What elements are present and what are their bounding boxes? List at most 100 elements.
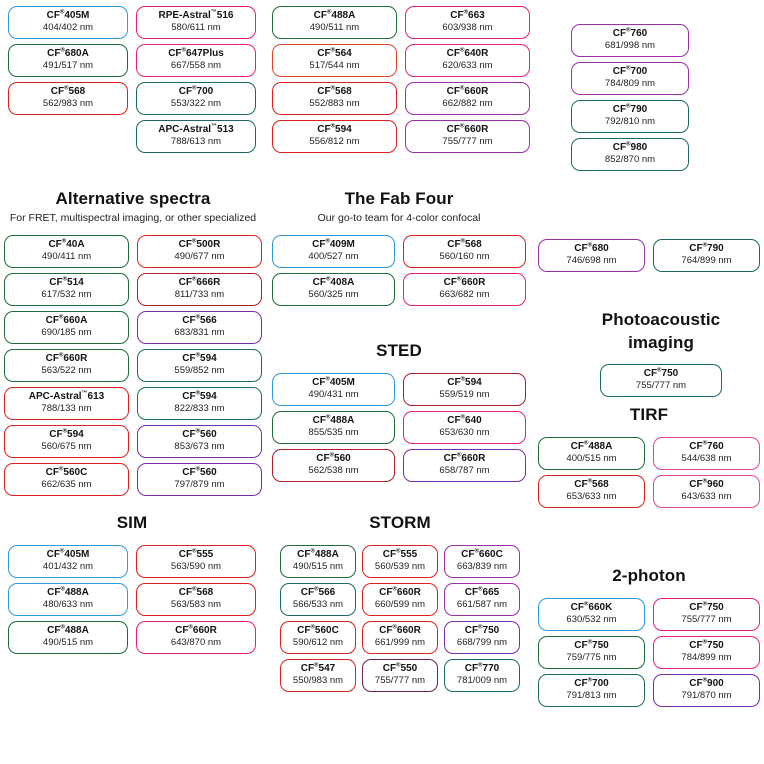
- trademark-mark: ®: [460, 238, 466, 245]
- dye-name: CF®790: [689, 242, 724, 254]
- trademark-mark: ®: [329, 452, 335, 459]
- dye-spectra: 562/538 nm: [308, 465, 359, 476]
- trademark-mark: ®: [195, 352, 201, 359]
- trademark-mark: ®: [310, 624, 315, 631]
- dye-spectra: 560/675 nm: [41, 441, 92, 452]
- trademark-mark: ™: [210, 9, 217, 16]
- trademark-mark: ®: [626, 103, 631, 110]
- dye-name: CF®660R: [379, 624, 421, 636]
- trademark-mark: ®: [59, 352, 64, 359]
- dye-spectra: 791/870 nm: [681, 690, 732, 701]
- trademark-mark: ®: [457, 276, 462, 283]
- section-fab-four: The Fab Four Our go-to team for 4-color …: [272, 188, 526, 306]
- trademark-mark: ®: [195, 466, 201, 473]
- dye-spectra: 653/630 nm: [439, 427, 490, 438]
- dye-name: CF®594: [447, 376, 482, 388]
- trademark-mark: ®: [587, 639, 593, 646]
- dye-spectra: 822/833 nm: [174, 403, 225, 414]
- trademark-mark: ®: [626, 27, 631, 34]
- trademark-mark: ®: [460, 47, 465, 54]
- trademark-mark: ®: [330, 85, 336, 92]
- dye-spectra: 556/812 nm: [309, 136, 360, 147]
- dye-name: CF®560C: [297, 624, 339, 636]
